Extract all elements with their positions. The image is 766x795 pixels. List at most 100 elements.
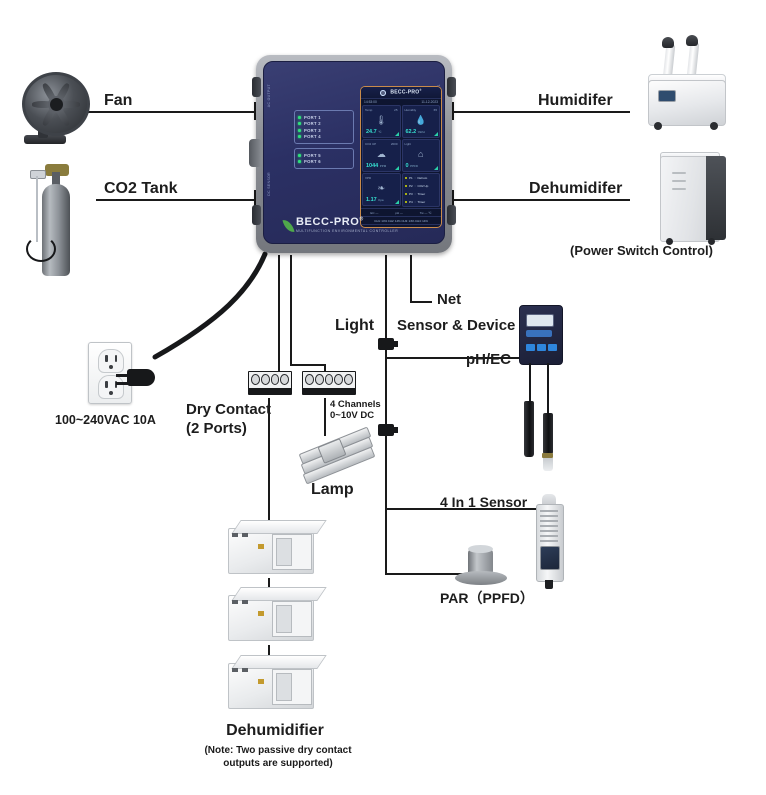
button-system[interactable]: System [415,228,436,229]
mount-ear-left-bottom [252,205,261,225]
fan-blade [56,100,80,108]
label-fan: Fan [104,92,133,109]
port-row-4: PORT 4 [298,134,350,139]
terminal-screw-row [251,374,289,385]
status-dot-icon [404,200,407,204]
device-4in1-sensor [536,494,566,594]
co2-valve [45,164,69,176]
measure-ec: EC — [370,211,379,215]
side-label-left-bottom: DC SENSOR [267,172,271,196]
dehum-latch [242,668,248,672]
port-status-mode: Dehum [417,176,428,180]
wire-light-riser [290,255,292,365]
dehum-badge [258,611,264,616]
port-status-row: P1: Dehum [404,176,438,180]
mains-power-cable [152,251,268,360]
brand-logo-text: BECC-PRO® MULTIFUNCTION ENVIRONMENTAL CO… [296,213,398,233]
brand-tagline: MULTIFUNCTION ENVIRONMENTAL CONTROLLER [296,228,399,233]
mount-ear-right-top [447,77,456,97]
brand-name: BECC-PRO® [296,215,364,228]
terminal-block-0-10v[interactable] [302,371,356,395]
ph-meter-button[interactable] [526,344,535,351]
tile-setpoint: 65 [433,107,437,112]
tile-value: 24.7 ℃ [366,129,382,135]
terminal-screw [260,374,270,385]
tile-value: 62.2 %RH [405,129,425,135]
port-status-port: P3 [409,192,413,196]
sensor-cap [542,494,556,507]
terminal-screw [270,374,280,385]
port-status-port: P1 [409,176,413,180]
dehum-fan-window [276,673,292,701]
terminal-screw [344,374,353,385]
device-humidifier [638,35,738,134]
sensor-fin [540,535,558,537]
dehumidifier-slot [672,172,686,174]
port-status-port: P4 [409,200,413,204]
outlet-ground [109,365,113,369]
device-dehumidifier-2 [228,587,327,645]
tile-label: Temp [365,107,373,112]
wire-par [385,573,470,575]
junction-tee-lower-stub [390,427,398,433]
screen-channels: CH1: 14% CH2: 14% CH3: 14% CH4: 14% [361,216,441,225]
probe-ph [543,413,553,455]
dehumidifier-slot [672,188,686,190]
label-mains: 100~240VAC 10A [55,413,156,427]
controller-unit[interactable]: AC OUTPUT DC SENSOR PORT 1 PORT 4 PORT 1… [249,55,456,253]
dehum-fan-window [276,605,292,633]
dehum-latch [232,600,238,604]
device-co2-tank [26,160,90,284]
label-sensor-device: Sensor & Device [397,317,516,334]
wire-ph-ec [385,357,535,359]
ph-meter-button[interactable] [548,344,557,351]
tile-corner-marker [394,132,399,136]
probe-collar [542,453,553,458]
humidifier-caster [654,122,662,130]
plug-prong [116,382,129,385]
screen-measurements: EC — pH — Tw — ℃ [361,208,441,216]
outlet-slot [105,355,108,362]
screen-header: BECC-PRO® [361,87,441,99]
leaf-icon [282,218,295,234]
tile-vpd[interactable]: VPD ❧ 1.17 Kpa [362,173,401,206]
co2-hose [26,236,56,262]
sensor-connector [545,580,553,589]
sensor-fin [540,540,558,542]
co2-rod [36,176,38,242]
dehumidifier-slot [672,180,686,182]
tile-corner-marker [434,132,438,136]
tile-corner-marker [394,200,399,204]
label-net: Net [437,291,462,308]
port-status-row: P2: CO2 Up [404,184,438,188]
port-row-1: PORT 1 [298,115,350,120]
terminal-screw [305,374,314,385]
wire-dry-to-dehum [268,398,270,528]
co2-neck [52,172,60,188]
device-fan [22,72,92,146]
mount-ear-left-top [252,77,261,97]
label-power-switch-control: (Power Switch Control) [570,243,713,258]
terminal-base [249,388,291,394]
port-label: PORT 6 [304,159,321,165]
tile-port-status[interactable]: P1: Dehum P2: CO2 Up P3: Timer [401,173,440,207]
sensor-fin [540,510,558,512]
sensor-fin [540,515,558,517]
label-light: Light [335,317,375,334]
terminal-block-dry-contact[interactable] [248,371,292,395]
ph-meter-button[interactable] [537,344,546,351]
wire-co2 [96,199,256,201]
humidifier-nozzle [662,37,674,48]
ec-probe-lead [547,363,549,415]
label-dehumidifier-note: (Note: Two passive dry contact outputs a… [204,745,352,769]
port-group-ac: PORT 1 PORT 2 PORT 3 PORT 4 [294,110,354,144]
latch-handle[interactable] [249,139,262,167]
wire-light-h [290,364,326,366]
tile-light[interactable]: Light ⌂ 0 PPFD [401,139,440,172]
port-status-row: P3: Timer [404,192,438,196]
